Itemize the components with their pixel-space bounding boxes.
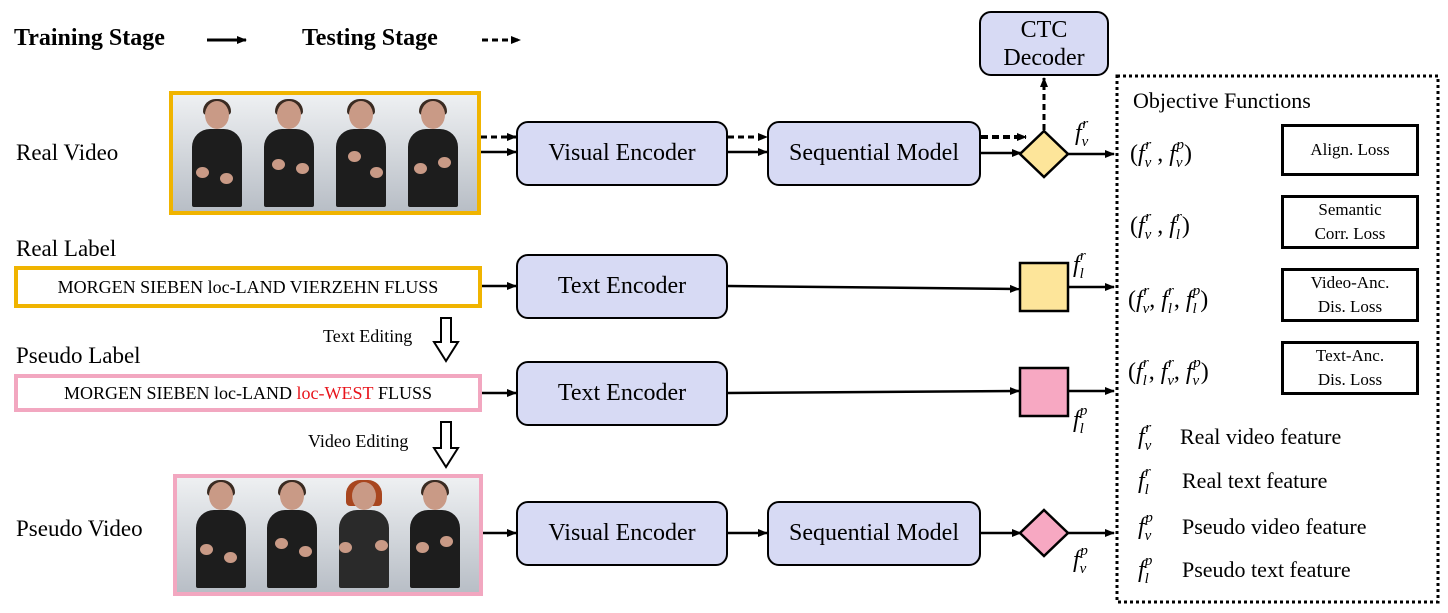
feature-fvr-label: fvr (1075, 116, 1089, 150)
pair-semantic: (fvr , flr) (1130, 209, 1190, 243)
video-editing-label: Video Editing (308, 431, 409, 451)
sequential-model-pseudo: Sequential Model (767, 501, 981, 566)
signer-frame (404, 480, 466, 588)
pseudo-video-feature-node (1018, 508, 1070, 558)
legend-fvp-text: Pseudo video feature (1182, 514, 1367, 540)
signer-frame (258, 99, 320, 207)
signer-frame (261, 480, 323, 588)
triplet-video-anchor: (fvr, flr, flp) (1128, 283, 1209, 317)
semantic-loss-line1: Semantic (1318, 200, 1382, 219)
legend-fvp-symbol: fvp (1138, 510, 1153, 544)
pseudo-label-suffix: FLUSS (373, 382, 432, 403)
legend-fvr-text: Real video feature (1180, 424, 1342, 450)
text-anchor-loss-line1: Text-Anc. (1315, 346, 1385, 365)
sequential-model-real: Sequential Model (767, 121, 981, 186)
legend-flr: flr Real text feature (1138, 464, 1327, 499)
text-editing-arrow (432, 317, 460, 363)
text-encoder-pseudo: Text Encoder (516, 361, 728, 426)
signer-frame (330, 99, 392, 207)
triplet-text-anchor: (flr, fvr, fvp) (1128, 355, 1209, 389)
real-video-feature-node (1018, 129, 1070, 179)
signer-frame (190, 480, 252, 588)
substituted-signer-frame (333, 480, 395, 588)
video-anchor-loss-line2: Dis. Loss (1317, 297, 1383, 316)
text-anchor-loss-line2: Dis. Loss (1317, 370, 1383, 389)
feature-flp-label: flp (1073, 403, 1088, 437)
video-anchor-loss-line1: Video-Anc. (1310, 273, 1390, 292)
text-anchor-loss-box: Text-Anc. Dis. Loss (1281, 341, 1419, 395)
semantic-corr-loss-box: Semantic Corr. Loss (1281, 195, 1419, 249)
pseudo-label-title: Pseudo Label (16, 343, 141, 368)
semantic-loss-line2: Corr. Loss (1314, 224, 1386, 243)
align-loss-box: Align. Loss (1281, 124, 1419, 176)
real-label-title: Real Label (16, 236, 117, 261)
feature-flr-label: flr (1073, 248, 1086, 282)
pseudo-video-frames (173, 474, 483, 596)
pseudo-video-label: Pseudo Video (16, 516, 143, 541)
ctc-line1: CTC (1020, 16, 1068, 43)
objectives-panel-border (1115, 74, 1440, 604)
legend-testing-label: Testing Stage (302, 25, 438, 51)
real-label-box: MORGEN SIEBEN loc-LAND VIERZEHN FLUSS (14, 266, 482, 308)
legend-flp-symbol: flp (1138, 553, 1153, 587)
legend-fvr: fvr Real video feature (1138, 420, 1341, 455)
text-editing-label: Text Editing (323, 326, 413, 346)
visual-encoder-pseudo: Visual Encoder (516, 501, 728, 566)
signer-frame (402, 99, 464, 207)
objectives-title: Objective Functions (1133, 88, 1311, 113)
legend-flp: flp Pseudo text feature (1138, 553, 1351, 588)
pseudo-text-feature-node (1018, 366, 1070, 418)
feature-fvp-label: fvp (1073, 543, 1088, 577)
video-anchor-loss-box: Video-Anc. Dis. Loss (1281, 268, 1419, 322)
arrow-te-to-node-1 (727, 284, 1020, 293)
signer-frame (186, 99, 248, 207)
text-encoder-real: Text Encoder (516, 254, 728, 319)
ctc-line2: Decoder (1003, 44, 1085, 71)
pair-align: (fvr , fvp) (1130, 137, 1193, 171)
align-loss-label: Align. Loss (1310, 140, 1390, 159)
legend-flr-text: Real text feature (1182, 468, 1328, 494)
pseudo-label-edited-gloss: loc-WEST (296, 382, 374, 403)
visual-encoder-real: Visual Encoder (516, 121, 728, 186)
legend-fvp: fvp Pseudo video feature (1138, 510, 1367, 545)
legend-training-label: Training Stage (14, 25, 165, 51)
ctc-decoder: CTC Decoder (979, 11, 1109, 76)
legend-fvr-symbol: fvr (1138, 420, 1152, 454)
real-text-feature-node (1018, 261, 1070, 313)
real-video-label: Real Video (16, 140, 119, 165)
video-editing-arrow (432, 421, 460, 469)
legend-flr-symbol: flr (1138, 464, 1151, 498)
pseudo-label-box: MORGEN SIEBEN loc-LAND loc-WEST FLUSS (14, 374, 482, 412)
legend-flp-text: Pseudo text feature (1182, 557, 1351, 583)
arrow-te-to-node-2 (727, 387, 1020, 396)
real-video-frames (169, 91, 481, 215)
pseudo-label-prefix: MORGEN SIEBEN loc-LAND (64, 382, 297, 403)
